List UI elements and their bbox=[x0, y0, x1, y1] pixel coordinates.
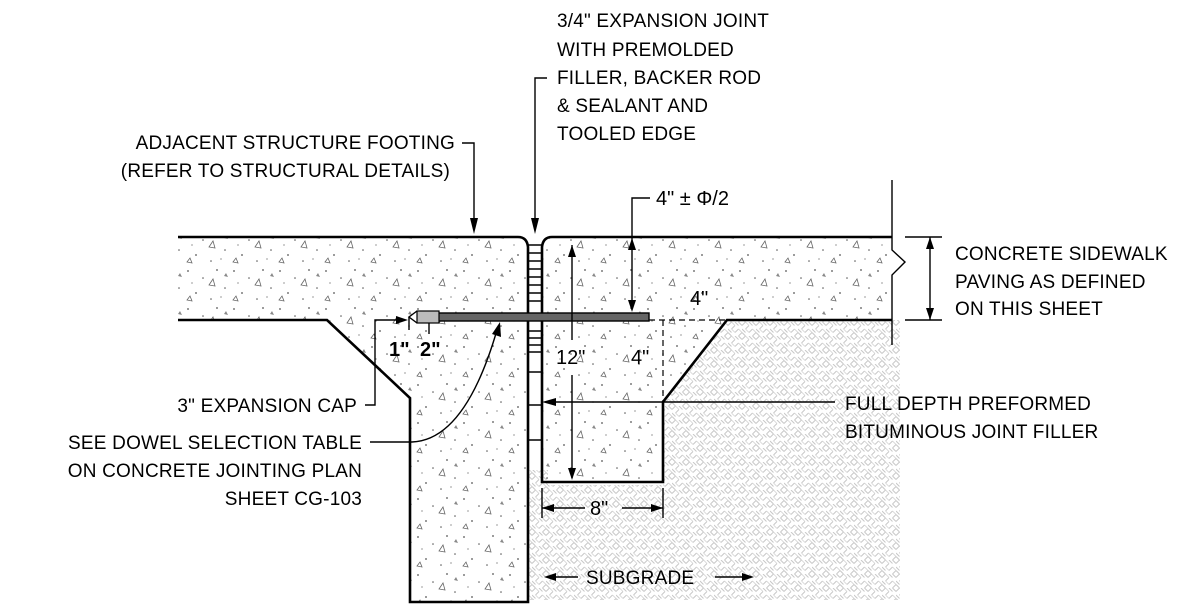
subgrade-label: SUBGRADE bbox=[586, 568, 694, 589]
slab-thickness-dim: 4" bbox=[690, 288, 708, 310]
dowel-selection-label: SEE DOWEL SELECTION TABLE ON CONCRETE JO… bbox=[68, 433, 362, 510]
premolded-filler bbox=[528, 244, 542, 441]
cap-length-dim: 2" bbox=[420, 339, 441, 361]
thickened-depth-dim: 4" bbox=[631, 347, 649, 369]
footing-width-dim: 8" bbox=[590, 498, 608, 520]
subgrade-hatch bbox=[528, 320, 900, 600]
concrete-sidewalk-label: CONCRETE SIDEWALK PAVING AS DEFINED ON T… bbox=[955, 244, 1168, 320]
svg-text:3/4" EXPANSION JOINT: 3/4" EXPANSION JOINT bbox=[557, 11, 769, 32]
expansion-cap-label: 3" EXPANSION CAP bbox=[177, 396, 357, 417]
svg-text:(REFER TO STRUCTURAL DETAILS): (REFER TO STRUCTURAL DETAILS) bbox=[121, 161, 450, 182]
joint-filler-label: FULL DEPTH PREFORMED BITUMINOUS JOINT FI… bbox=[845, 394, 1098, 443]
expansion-joint-leader bbox=[534, 77, 547, 228]
svg-text:ON THIS SHEET: ON THIS SHEET bbox=[955, 299, 1103, 320]
svg-text:PAVING AS DEFINED: PAVING AS DEFINED bbox=[955, 272, 1146, 293]
svg-text:TOOLED EDGE: TOOLED EDGE bbox=[557, 124, 696, 145]
svg-text:SEE DOWEL SELECTION TABLE: SEE DOWEL SELECTION TABLE bbox=[68, 433, 362, 454]
svg-text:BITUMINOUS JOINT FILLER: BITUMINOUS JOINT FILLER bbox=[845, 422, 1098, 443]
svg-text:SHEET CG-103: SHEET CG-103 bbox=[225, 489, 362, 510]
svg-text:CONCRETE SIDEWALK: CONCRETE SIDEWALK bbox=[955, 244, 1168, 265]
svg-text:FULL DEPTH PREFORMED: FULL DEPTH PREFORMED bbox=[845, 394, 1091, 415]
svg-text:ADJACENT STRUCTURE FOOTING: ADJACENT STRUCTURE FOOTING bbox=[136, 133, 455, 154]
svg-text:& SEALANT AND: & SEALANT AND bbox=[557, 96, 708, 117]
expansion-joint-label: 3/4" EXPANSION JOINT WITH PREMOLDED FILL… bbox=[557, 11, 769, 145]
adjacent-footing-leader bbox=[462, 142, 475, 228]
adjacent-footing-outline bbox=[178, 235, 530, 604]
break-line bbox=[891, 180, 907, 345]
footing-depth-dim: 12" bbox=[556, 347, 585, 369]
expansion-cap-leader bbox=[365, 319, 402, 406]
svg-text:FILLER, BACKER ROD: FILLER, BACKER ROD bbox=[557, 68, 761, 89]
sidewalk-outline bbox=[540, 235, 892, 484]
dowel-bar bbox=[424, 312, 650, 322]
dowel-selection-leader bbox=[370, 329, 498, 443]
adjacent-footing-label: ADJACENT STRUCTURE FOOTING (REFER TO STR… bbox=[121, 133, 455, 182]
expansion-cap bbox=[416, 310, 440, 324]
svg-text:ON CONCRETE JOINTING PLAN: ON CONCRETE JOINTING PLAN bbox=[68, 461, 362, 482]
cap-gap-dim: 1" bbox=[389, 339, 410, 361]
dowel-depth-dim: 4" ± Φ/2 bbox=[656, 188, 729, 210]
sidewalk-concrete bbox=[543, 237, 892, 482]
adjacent-footing-concrete bbox=[178, 237, 527, 602]
svg-text:WITH PREMOLDED: WITH PREMOLDED bbox=[557, 40, 734, 61]
